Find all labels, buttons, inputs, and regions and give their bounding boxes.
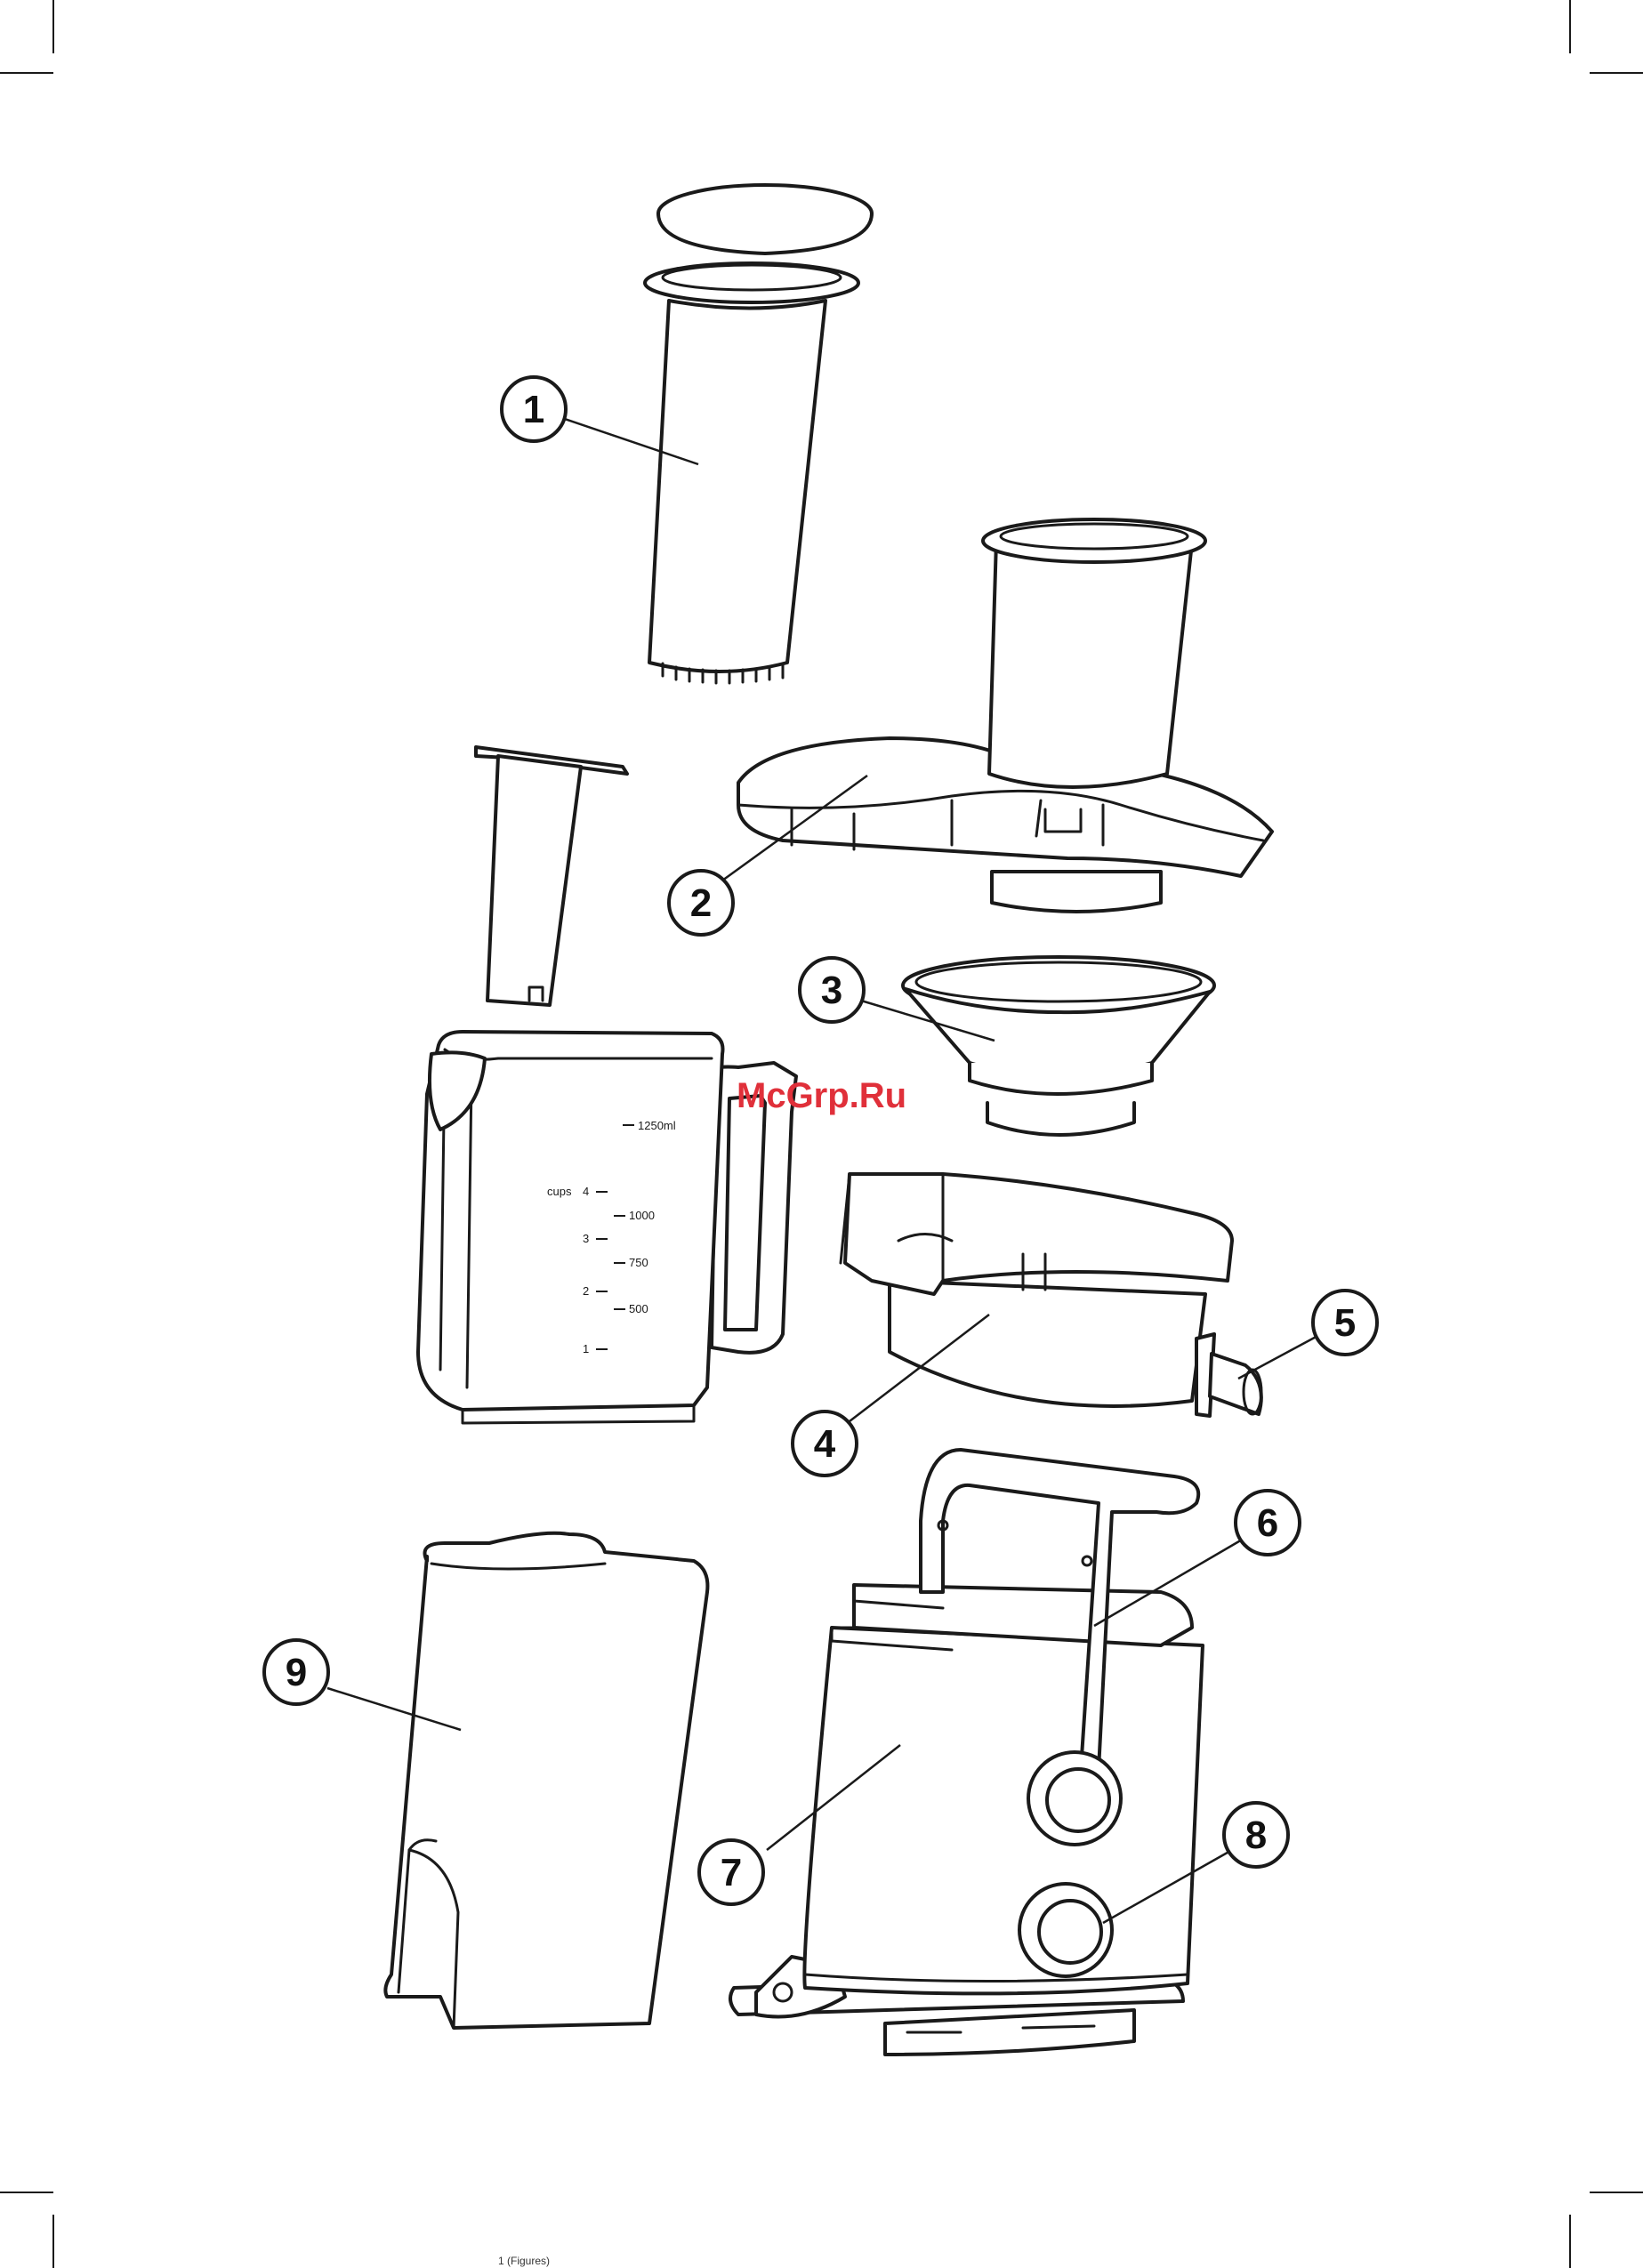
motor-base — [730, 1450, 1203, 2055]
callout-number-8: 8 — [1245, 1814, 1267, 1857]
callout-number-6: 6 — [1257, 1501, 1278, 1545]
callout-number-7: 7 — [721, 1851, 742, 1894]
jug-scale-750: 750 — [629, 1256, 648, 1269]
food-pusher — [645, 185, 872, 683]
callout-number-9: 9 — [286, 1651, 307, 1694]
callout-number-2: 2 — [690, 881, 712, 925]
jug-scale-1250ml: 1250ml — [638, 1119, 676, 1132]
spout — [1196, 1334, 1261, 1416]
juice-bowl — [841, 1174, 1232, 1406]
jug-scale-500: 500 — [629, 1302, 648, 1315]
jug-scale-cup-4: 4 — [583, 1185, 589, 1198]
callout-number-5: 5 — [1334, 1301, 1356, 1345]
jug-scale-cup-2: 2 — [583, 1284, 589, 1298]
jug-scale-cups-label: cups — [547, 1185, 572, 1198]
watermark: McGrp.Ru — [737, 1076, 906, 1115]
cover-with-feed-tube — [738, 519, 1272, 912]
jug-scale-cup-3: 3 — [583, 1232, 589, 1245]
footer-text: 1 (Figures) — [498, 2255, 550, 2267]
froth-separator — [476, 747, 627, 1005]
callout-number-1: 1 — [523, 388, 544, 431]
jug-scale-1000: 1000 — [629, 1209, 655, 1222]
callout-number-4: 4 — [814, 1422, 836, 1466]
pulp-container — [385, 1533, 707, 2028]
jug-scale-cup-1: 1 — [583, 1342, 589, 1355]
filter-basket — [903, 957, 1214, 1135]
callout-number-3: 3 — [821, 969, 842, 1012]
